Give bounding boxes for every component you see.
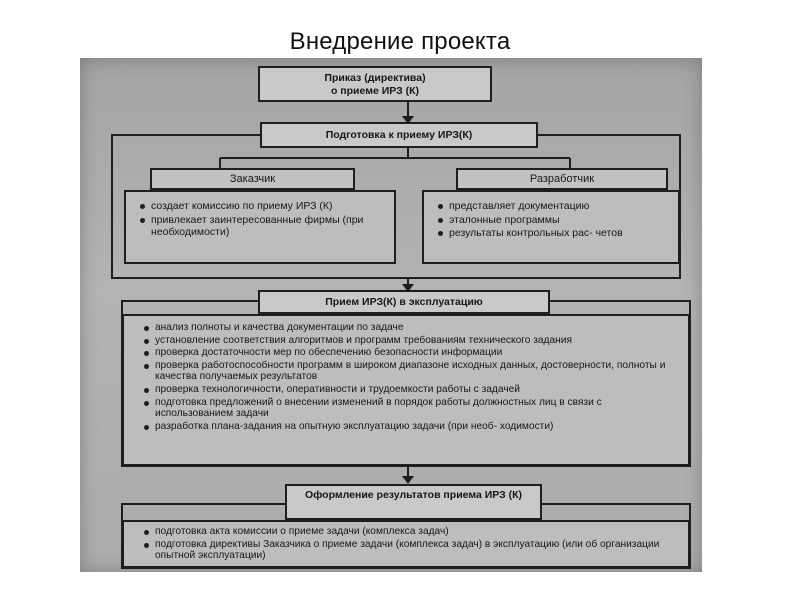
customer-title: Заказчик: [229, 173, 276, 185]
results-box: Оформление результатов приема ИРЗ (К): [285, 484, 542, 520]
acceptance-item: проверка достаточности мер по обеспечени…: [142, 347, 678, 359]
acceptance-item: проверка работоспособности программ в ши…: [142, 360, 678, 383]
scanned-diagram: Приказ (директива) о приеме ИРЗ (К) Подг…: [80, 58, 702, 572]
acceptance-item: установление соответствия алгоритмов и п…: [142, 335, 678, 347]
customer-list: создает комиссию по приему ИРЗ (К) привл…: [138, 200, 386, 239]
acceptance-item: анализ полноты и качества документации п…: [142, 322, 678, 334]
acceptance-panel: анализ полноты и качества документации п…: [122, 314, 690, 466]
prep-box: Подготовка к приему ИРЗ(К): [260, 122, 538, 148]
customer-item: привлекает заинтересованные фирмы (при н…: [138, 214, 386, 239]
order-box: Приказ (директива) о приеме ИРЗ (К): [258, 66, 492, 102]
acceptance-list: анализ полноты и качества документации п…: [142, 322, 678, 432]
acceptance-box: Прием ИРЗ(К) в эксплуатацию: [258, 290, 550, 314]
acceptance-item: проверка технологичности, оперативности …: [142, 384, 678, 396]
results-list: подготовка акта комиссии о приеме задачи…: [142, 526, 678, 562]
acceptance-item: подготовка предложений о внесении измене…: [142, 397, 678, 420]
slide-title: Внедрение проекта: [289, 28, 511, 55]
customer-header: Заказчик: [150, 168, 355, 190]
results-item: подготовка акта комиссии о приеме задачи…: [142, 526, 678, 538]
acceptance-title: Прием ИРЗ(К) в эксплуатацию: [325, 296, 483, 308]
customer-panel: создает комиссию по приему ИРЗ (К) привл…: [124, 190, 396, 264]
acceptance-item: разработка плана-задания на опытную эксп…: [142, 421, 678, 433]
order-line1: Приказ (директива): [324, 72, 426, 84]
customer-item: создает комиссию по приему ИРЗ (К): [138, 200, 386, 213]
developer-item: представляет документацию: [436, 200, 670, 213]
developer-list: представляет документацию эталонные прог…: [436, 200, 670, 240]
developer-item: результаты контрольных рас- четов: [436, 227, 670, 240]
results-title: Оформление результатов приема ИРЗ (К): [304, 489, 523, 501]
developer-header: Разработчик: [456, 168, 668, 190]
results-item: подготовка директивы Заказчика о приеме …: [142, 539, 678, 562]
developer-title: Разработчик: [529, 173, 595, 185]
developer-item: эталонные программы: [436, 214, 670, 227]
order-line2: о приеме ИРЗ (К): [330, 84, 420, 97]
results-panel: подготовка акта комиссии о приеме задачи…: [122, 520, 690, 568]
arrow-head-results: [402, 476, 414, 484]
developer-panel: представляет документацию эталонные прог…: [422, 190, 680, 264]
prep-title: Подготовка к приему ИРЗ(К): [325, 129, 473, 141]
